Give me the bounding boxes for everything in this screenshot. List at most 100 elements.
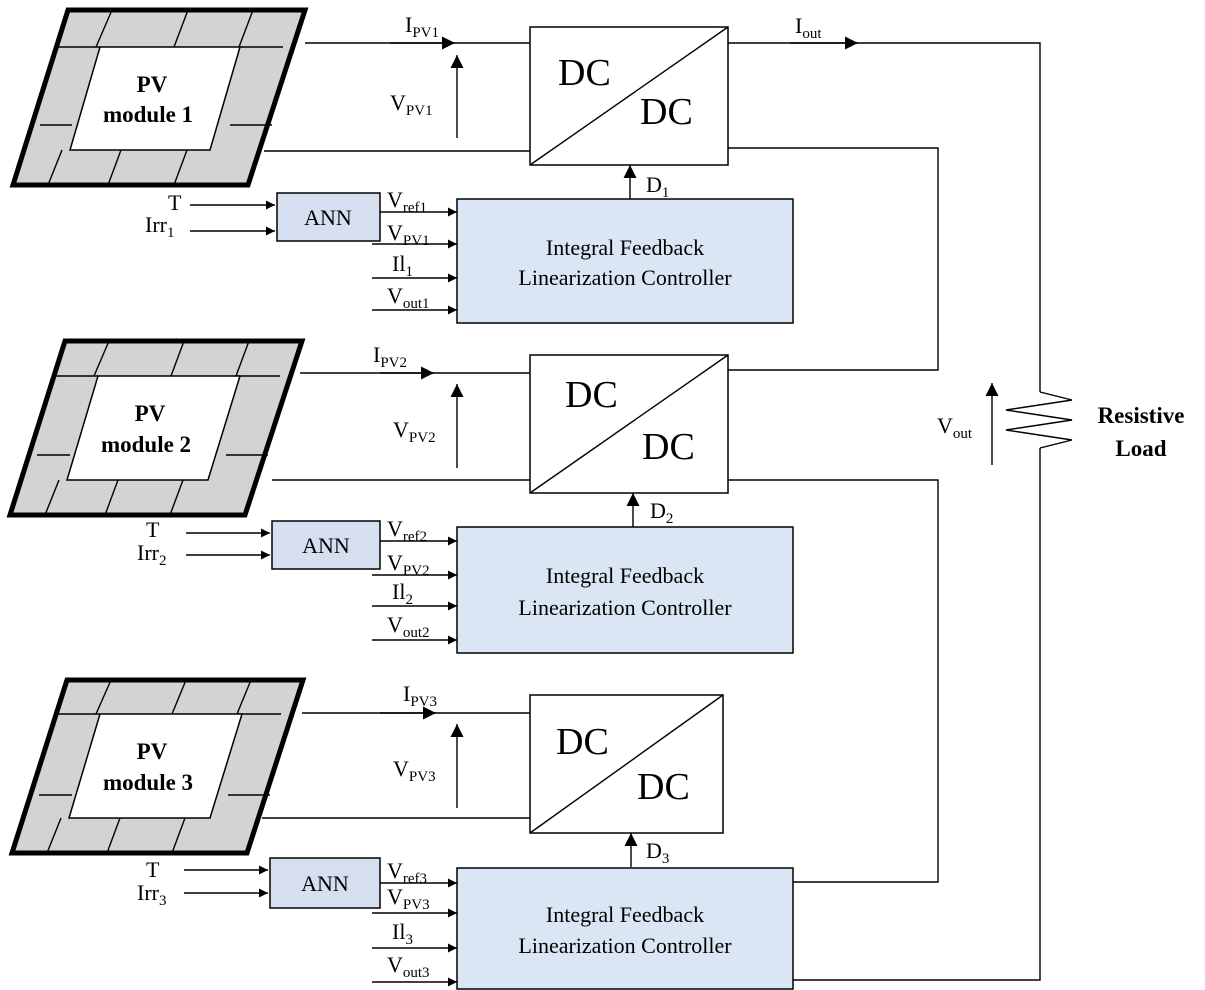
vref-label: V — [387, 187, 403, 212]
vout-input-label: V — [387, 283, 403, 308]
vref-label: V — [387, 858, 403, 883]
iout-label: I — [795, 13, 802, 38]
temperature-label: T — [168, 190, 182, 215]
il-label: Il — [392, 919, 405, 944]
pv-panel-cell-grid — [37, 340, 280, 516]
pv-module-label-box — [69, 46, 241, 151]
pv-module-1: PV module 1 — [9, 7, 309, 188]
svg-text:VPV2: VPV2 — [387, 550, 430, 579]
controller-block-3: Integral Feedback Linearization Controll… — [456, 867, 794, 990]
svg-text:VPV2: VPV2 — [393, 417, 436, 446]
ipv-label: I — [403, 681, 410, 706]
controller-label-line2: Linearization Controller — [518, 933, 732, 958]
pv-panel-cell-grid — [39, 679, 281, 854]
vpv-input-subscript: PV2 — [403, 563, 430, 579]
svg-text:IPV3: IPV3 — [403, 681, 437, 710]
svg-text:Vref1: Vref1 — [387, 187, 427, 216]
controller-label-line1: Integral Feedback — [546, 563, 704, 588]
pv-module-label-line1: PV — [137, 72, 168, 97]
svg-text:Vref2: Vref2 — [387, 516, 427, 545]
vpv-input-subscript: PV3 — [403, 897, 430, 913]
vout-input-subscript: out1 — [403, 296, 430, 312]
svg-text:Iout: Iout — [795, 13, 822, 42]
iout-subscript: out — [802, 26, 822, 42]
vpv-label: V — [393, 417, 409, 442]
svg-text:IPV2: IPV2 — [373, 342, 407, 371]
ipv-label: I — [405, 12, 412, 37]
vref-label: V — [387, 516, 403, 541]
duty-label: D — [646, 838, 662, 863]
vref-subscript: ref2 — [403, 529, 427, 545]
ipv-label: I — [373, 342, 380, 367]
il-subscript: 2 — [405, 592, 413, 608]
vpv-input-subscript: PV1 — [403, 233, 430, 249]
ipv-subscript: PV3 — [410, 694, 437, 710]
dcdc-converter-2: DC DC — [529, 354, 729, 494]
duty-label: D — [646, 172, 662, 197]
svg-text:Vout: Vout — [937, 413, 973, 442]
svg-text:VPV3: VPV3 — [387, 884, 430, 913]
controller-label-line2: Linearization Controller — [518, 265, 732, 290]
svg-text:Il1: Il1 — [392, 251, 413, 280]
ann-block-3: ANN — [269, 857, 381, 909]
resistor-symbol — [1005, 391, 1073, 449]
ann-block-1: ANN — [276, 192, 381, 242]
duty-label: D — [650, 498, 666, 523]
svg-text:D3: D3 — [646, 838, 669, 867]
pv-module-label-line2: module 2 — [101, 432, 191, 457]
vout-input-label: V — [387, 952, 403, 977]
vpv-input-label: V — [387, 884, 403, 909]
duty-subscript: 3 — [662, 851, 670, 867]
ann-label: ANN — [302, 533, 350, 558]
load-label-line2: Load — [1115, 436, 1166, 461]
controller-label-line1: Integral Feedback — [546, 235, 704, 260]
pv-module-3: PV module 3 — [8, 677, 307, 856]
vpv-label: V — [390, 90, 406, 115]
svg-text:Vout3: Vout3 — [387, 952, 430, 981]
controller-block-2: Integral Feedback Linearization Controll… — [456, 526, 794, 654]
controller-label-line2: Linearization Controller — [518, 595, 732, 620]
vpv-label: V — [393, 756, 409, 781]
irradiance-label: Irr — [137, 540, 160, 565]
temperature-label: T — [146, 857, 160, 882]
vpv-input-label: V — [387, 220, 403, 245]
pv-module-label-box — [65, 375, 242, 481]
svg-text:Irr3: Irr3 — [137, 880, 166, 909]
svg-text:Vout2: Vout2 — [387, 612, 430, 641]
svg-text:IPV1: IPV1 — [405, 12, 439, 41]
ann-label: ANN — [304, 205, 352, 230]
svg-text:Irr2: Irr2 — [137, 540, 166, 569]
vout-input-label: V — [387, 612, 403, 637]
svg-text:Il3: Il3 — [392, 919, 413, 948]
stage-2: PV module 2 IPV2 VPV2 DC DC D2 T Irr2 AN… — [6, 338, 794, 654]
irradiance-subscript: 2 — [159, 553, 167, 569]
pv-module-2: PV module 2 — [6, 338, 306, 518]
vpv-subscript: PV2 — [409, 430, 436, 446]
pv-module-label-box — [67, 713, 244, 819]
controller-block-1: Integral Feedback Linearization Controll… — [456, 198, 794, 324]
ipv-subscript: PV1 — [412, 25, 439, 41]
irradiance-subscript: 3 — [159, 893, 167, 909]
il-subscript: 3 — [405, 932, 413, 948]
pv-module-label-line1: PV — [137, 739, 168, 764]
ipv-subscript: PV2 — [380, 355, 407, 371]
vpv-subscript: PV3 — [409, 769, 436, 785]
vout-subscript: out — [953, 426, 973, 442]
svg-text:VPV3: VPV3 — [393, 756, 436, 785]
dcdc-converter-3: DC DC — [529, 694, 724, 834]
dcdc-label-bottom: DC — [640, 91, 693, 133]
dcdc-label-bottom: DC — [642, 426, 695, 468]
svg-text:VPV1: VPV1 — [387, 220, 430, 249]
svg-text:Il2: Il2 — [392, 579, 413, 608]
svg-text:D1: D1 — [646, 172, 669, 201]
vref-subscript: ref1 — [403, 200, 427, 216]
vout-label: V — [937, 413, 953, 438]
dcdc-converter-1: DC DC — [529, 26, 729, 166]
vpv-subscript: PV1 — [406, 103, 433, 119]
dcdc-label-bottom: DC — [637, 766, 690, 808]
dcdc-label-top: DC — [565, 374, 618, 416]
output-bus: Iout Vout Resistive Load — [728, 13, 1184, 981]
il-label: Il — [392, 579, 405, 604]
irradiance-label: Irr — [145, 212, 168, 237]
